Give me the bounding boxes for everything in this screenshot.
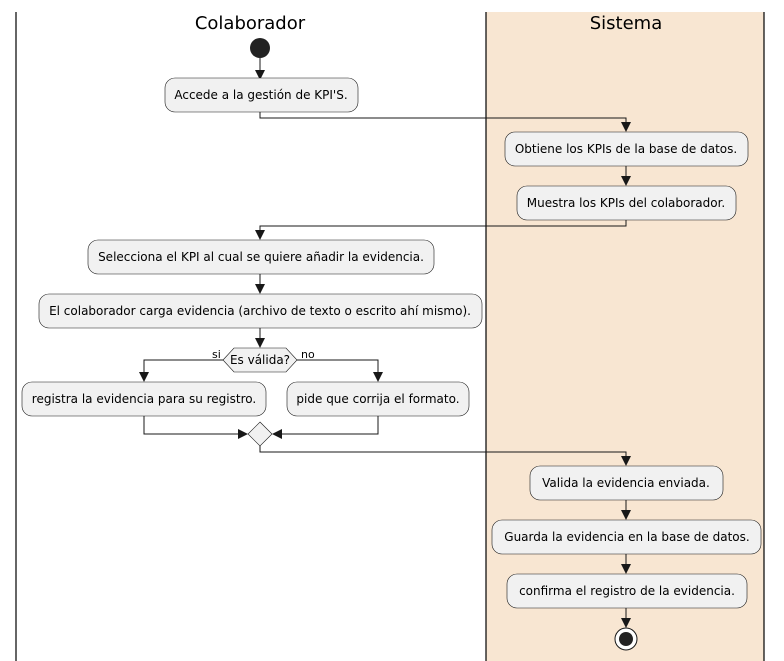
arrowhead <box>255 338 265 348</box>
activity-corregir: pide que corrija el formato. <box>286 381 470 417</box>
arrowhead <box>621 618 631 628</box>
arrowhead <box>238 429 248 439</box>
arrowhead <box>139 372 149 382</box>
activity-label: Valida la evidencia enviada. <box>542 476 710 490</box>
arrowhead <box>621 510 631 520</box>
activity-confirmar: confirma el registro de la evidencia. <box>506 573 748 609</box>
edge-corregir-to-merge <box>280 416 379 435</box>
activity-label: Obtiene los KPIs de la base de datos. <box>515 142 737 156</box>
sistema-lane-background <box>486 12 764 661</box>
arrowhead <box>621 456 631 466</box>
activity-seleccionar: Selecciona el KPI al cual se quiere añad… <box>87 239 435 275</box>
arrowhead <box>255 284 265 294</box>
activity-guardar: Guarda la evidencia en la base de datos. <box>491 519 762 555</box>
activity-acceder: Accede a la gestión de KPI'S. <box>164 77 359 113</box>
arrowhead <box>255 230 265 240</box>
decision-diamond <box>222 347 298 373</box>
start-node <box>250 38 270 58</box>
activity-cargar: El colaborador carga evidencia (archivo … <box>38 293 483 329</box>
activity-mostrar: Muestra los KPIs del colaborador. <box>516 185 737 221</box>
activity-label: Guarda la evidencia en la base de datos. <box>504 530 749 544</box>
activity-box <box>21 381 267 417</box>
decision-es-valida: Es válida? si no <box>212 347 315 373</box>
edge-acceder-to-obtener <box>259 112 627 124</box>
activity-box <box>529 465 724 501</box>
edge-decision-no <box>297 359 379 374</box>
activity-box <box>506 573 748 609</box>
merge-diamond <box>247 421 273 447</box>
branch-label-yes: si <box>212 348 221 361</box>
activity-box <box>164 77 359 113</box>
end-node <box>614 627 638 651</box>
decision-question: Es válida? <box>230 353 290 367</box>
end-node-core <box>619 632 633 646</box>
edges <box>139 58 631 628</box>
activity-box <box>491 519 762 555</box>
lane-title-colaborador: Colaborador <box>195 13 306 34</box>
arrowhead <box>255 70 265 80</box>
activity-label: confirma el registro de la evidencia. <box>519 584 735 598</box>
activity-label: Selecciona el KPI al cual se quiere añad… <box>98 250 424 264</box>
activity-validar: Valida la evidencia enviada. <box>529 465 724 501</box>
activity-box <box>504 131 749 167</box>
activity-obtener: Obtiene los KPIs de la base de datos. <box>504 131 749 167</box>
activity-label: Accede a la gestión de KPI'S. <box>174 88 347 102</box>
branch-label-no: no <box>301 348 315 361</box>
edge-decision-yes <box>143 359 223 374</box>
edge-mostrar-to-seleccionar <box>259 220 627 232</box>
arrowhead <box>272 429 282 439</box>
arrowhead <box>621 122 631 132</box>
arrowhead <box>373 372 383 382</box>
lane-title-sistema: Sistema <box>590 13 663 34</box>
edge-registrar-to-merge <box>143 416 240 435</box>
activity-label: El colaborador carga evidencia (archivo … <box>49 304 471 318</box>
activity-label: registra la evidencia para su registro. <box>32 392 256 406</box>
arrowhead <box>621 176 631 186</box>
activity-box <box>87 239 435 275</box>
arrowhead <box>621 564 631 574</box>
activity-box <box>38 293 483 329</box>
activity-label: pide que corrija el formato. <box>296 392 459 406</box>
activity-label: Muestra los KPIs del colaborador. <box>527 196 725 210</box>
edge-merge-to-validar <box>259 446 627 458</box>
activity-registrar: registra la evidencia para su registro. <box>21 381 267 417</box>
activity-box <box>286 381 470 417</box>
activity-box <box>516 185 737 221</box>
